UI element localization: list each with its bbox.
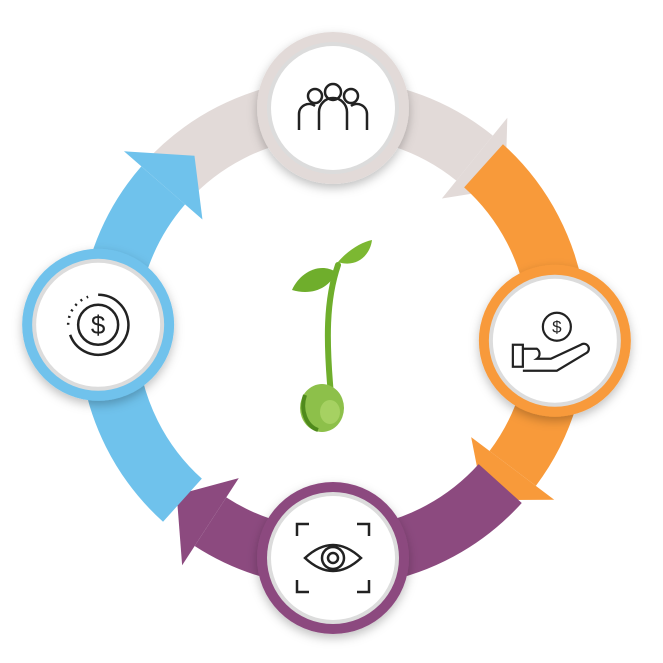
arrowhead-bottom xyxy=(176,478,239,566)
stage-nodes: $ $ xyxy=(22,32,631,634)
stage-node-bottom xyxy=(257,482,409,634)
arrowhead-left xyxy=(123,151,203,220)
seedling-icon xyxy=(292,240,372,432)
stage-node-right: $ xyxy=(478,264,631,417)
stage-node-left: $ xyxy=(22,248,175,401)
hand-coin-icon: $ xyxy=(511,311,590,372)
stage-node-top xyxy=(257,32,409,184)
svg-text:$: $ xyxy=(552,318,562,337)
svg-text:$: $ xyxy=(91,310,106,340)
people-group-icon xyxy=(297,82,369,130)
eye-scan-icon xyxy=(295,522,371,594)
dollar-coin-icon: $ xyxy=(66,293,130,357)
